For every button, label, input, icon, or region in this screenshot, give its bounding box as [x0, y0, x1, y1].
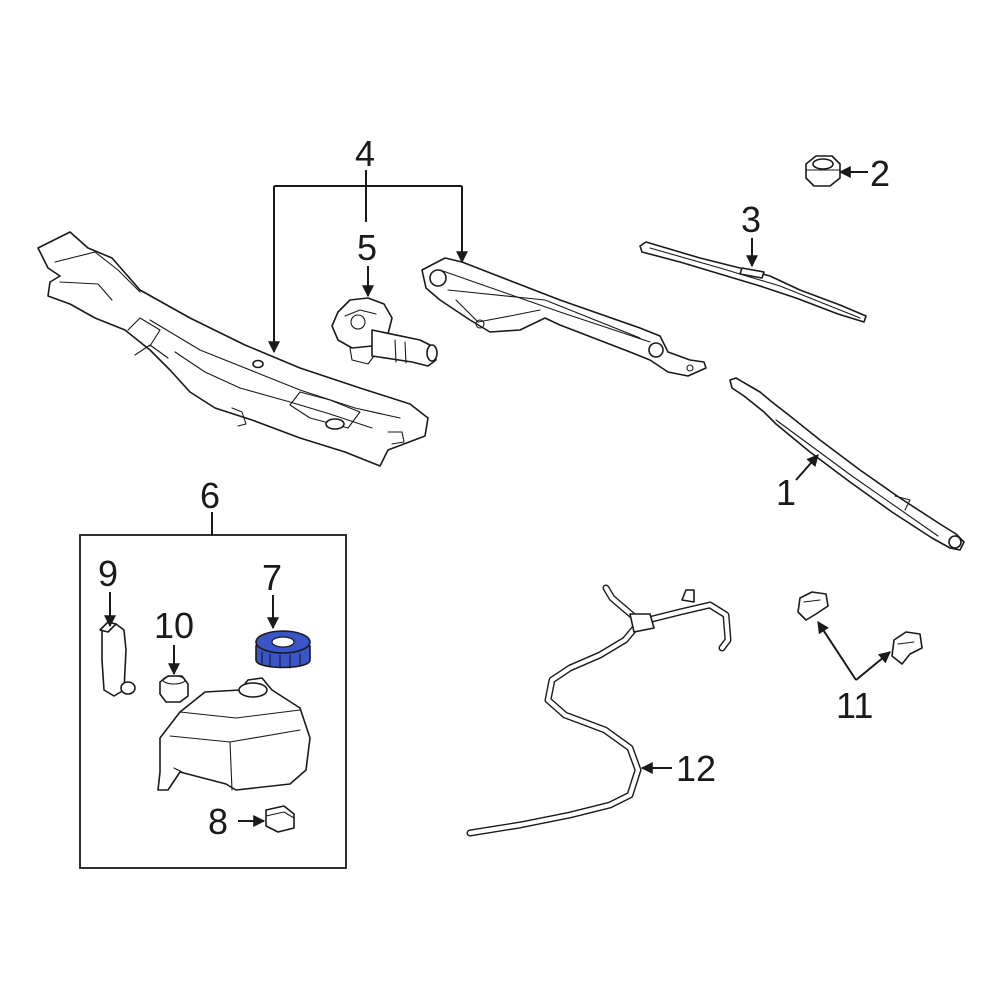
leader-lines — [104, 166, 891, 827]
nut — [805, 155, 841, 187]
wiper-blade — [639, 241, 867, 323]
cowl-panel — [37, 231, 429, 467]
washer-pump — [99, 621, 136, 697]
washer-nozzle-lower — [891, 631, 923, 665]
callout-7: 7 — [262, 557, 282, 598]
callout-9: 9 — [98, 553, 118, 594]
callout-8: 8 — [208, 801, 228, 842]
washer-reservoir — [157, 677, 311, 791]
reservoir-clip — [265, 805, 295, 833]
callout-4: 4 — [355, 133, 375, 174]
callout-5: 5 — [357, 227, 377, 268]
callout-3: 3 — [741, 199, 761, 240]
callout-11: 11 — [836, 685, 873, 726]
callout-1: 1 — [776, 472, 796, 513]
pump-grommet — [159, 675, 189, 703]
wiper-arm — [729, 377, 965, 551]
washer-hose — [466, 584, 732, 837]
reservoir-cap — [255, 630, 311, 669]
wiper-motor — [331, 297, 438, 367]
callout-12: 12 — [676, 748, 716, 789]
callout-2: 2 — [870, 153, 890, 194]
washer-nozzle-upper — [797, 591, 829, 621]
callout-6: 6 — [200, 475, 220, 516]
wiper-linkage — [421, 257, 707, 377]
callout-10: 10 — [154, 605, 194, 646]
